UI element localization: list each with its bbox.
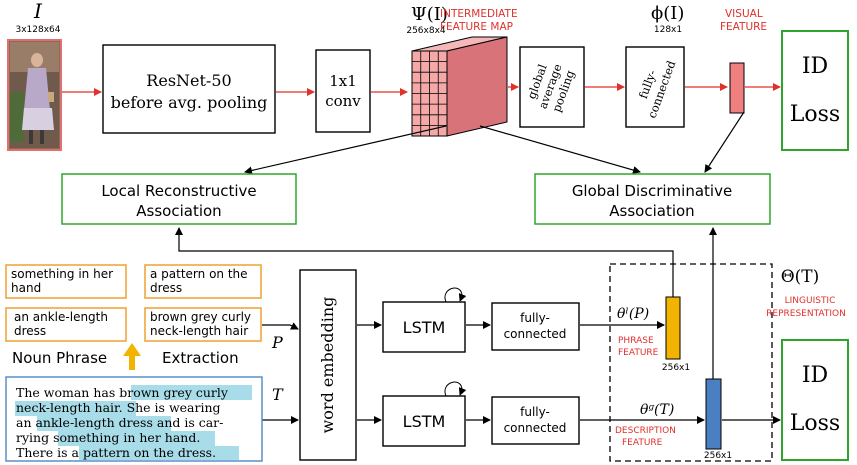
phrase-3-line-1: an ankle-length	[14, 310, 108, 324]
feature-map-symbol: Ψ(I)	[411, 4, 448, 25]
highlight-1b	[15, 401, 136, 416]
global-average-pooling-block: global average pooling	[519, 46, 585, 128]
input-dims: 3x128x64	[15, 25, 60, 35]
phrase-2-line-1: a pattern on the	[150, 267, 248, 281]
arrow-featuremap-global	[479, 125, 641, 174]
lstm-bottom: LSTM	[382, 381, 467, 447]
arrow-featuremap-local	[244, 125, 447, 175]
arrow-phrases-embedding	[262, 322, 299, 330]
highlight-3	[58, 431, 215, 446]
input-person-image	[7, 39, 62, 151]
text-fc-bottom-label-1: fully-	[520, 405, 550, 419]
id-loss-top-label-1: ID	[802, 54, 828, 79]
phrase-feature-label-1: PHRASE	[618, 336, 654, 346]
global-assoc-label-2: Association	[609, 202, 694, 220]
resnet-label-2: before avg. pooling	[111, 93, 268, 112]
local-assoc-label-2: Association	[136, 202, 221, 220]
id-loss-bottom-label-1: ID	[802, 363, 828, 388]
highlight-1a	[131, 385, 252, 400]
lstm-top-loop-icon	[444, 287, 467, 303]
phrase-2-line-2: dress	[150, 281, 182, 295]
p-symbol: P	[271, 333, 283, 352]
phrase-feature-label-2: FEATURE	[618, 348, 659, 358]
resnet-label-1: ResNet-50	[146, 71, 231, 90]
feature-map-label-1: INTERMEDIATE	[440, 8, 518, 20]
lstm-bottom-label: LSTM	[403, 412, 446, 431]
global-assoc-label-1: Global Discriminative	[572, 182, 732, 200]
phrase-box-1: something in her hand	[5, 264, 127, 299]
phrase-4-line-2: neck-length hair	[150, 324, 248, 338]
text-fc-top: fully- connected	[491, 302, 580, 351]
text-fc-bottom: fully- connected	[491, 396, 580, 445]
extraction-up-arrow	[123, 343, 141, 370]
local-assoc-label-1: Local Reconstructive	[101, 182, 256, 200]
lstm-top: LSTM	[382, 287, 467, 353]
noun-phrase-label: Noun Phrase	[12, 349, 107, 367]
phrase-feature-bar	[665, 296, 681, 360]
description-line-4: rying something in her hand.	[16, 430, 200, 445]
desc-feature-bar	[705, 378, 722, 450]
text-fc-bottom-label-2: connected	[504, 421, 567, 435]
conv-block: 1x1 conv	[315, 49, 371, 133]
input-symbol: I	[33, 0, 43, 23]
t-symbol: T	[272, 385, 284, 404]
desc-feature-symbol: θᵍ(T)	[640, 402, 674, 418]
phrase-4-line-1: brown grey curly	[150, 310, 251, 324]
linguistic-representation-box	[609, 263, 773, 462]
highlight-2	[37, 416, 171, 431]
text-fc-top-label-2: connected	[504, 327, 567, 341]
phrase-box-3: an ankle-length dress	[5, 307, 127, 342]
linguistic-label-1: LINGUISTIC	[785, 296, 836, 306]
conv-label-1: 1x1	[329, 72, 357, 90]
word-embedding-block: word embedding	[299, 269, 357, 461]
feature-map-dims: 256x8x4	[406, 26, 446, 36]
phrase-1-line-1: something in her	[11, 267, 113, 281]
visual-feature-symbol: ϕ(I)	[651, 3, 684, 24]
local-reconstructive-association: Local Reconstructive Association	[61, 173, 297, 225]
lstm-top-label: LSTM	[403, 318, 446, 337]
desc-feature-dims: 256x1	[704, 451, 732, 461]
phrase-feature-dims: 256x1	[662, 363, 690, 373]
feature-map-cube	[411, 36, 508, 137]
id-loss-bottom-label-2: Loss	[790, 411, 840, 436]
description-box: The woman has brown grey curly neck-leng…	[5, 376, 263, 462]
word-embedding-label: word embedding	[318, 297, 337, 434]
visual-feature-dims: 128x1	[654, 25, 682, 35]
highlight-4	[79, 446, 239, 460]
text-fc-top-label-1: fully-	[520, 311, 550, 325]
phrase-box-2: a pattern on the dress	[144, 264, 262, 299]
global-discriminative-association: Global Discriminative Association	[534, 173, 771, 225]
id-loss-top: ID Loss	[781, 30, 849, 151]
phrase-1-line-2: hand	[11, 281, 41, 295]
linguistic-label-2: REPRESENTATION	[766, 309, 846, 319]
id-loss-top-label-2: Loss	[790, 102, 840, 127]
description-line-2: neck-length hair. She is wearing	[16, 400, 221, 415]
feature-map-label-2: FEATURE MAP	[440, 21, 513, 33]
desc-feature-label-1: DESCRIPTION	[615, 426, 676, 436]
phrase-3-line-2: dress	[14, 324, 46, 338]
description-line-5: There is a pattern on the dress.	[16, 445, 216, 460]
lstm-bottom-loop-icon	[444, 381, 467, 397]
extraction-label: Extraction	[162, 349, 239, 367]
phrase-box-4: brown grey curly neck-length hair	[144, 307, 262, 342]
description-line-3: an ankle-length dress and is car-	[16, 415, 223, 430]
arrow-visual-global	[704, 111, 745, 173]
theta-symbol: Θ(T)	[781, 267, 820, 287]
visual-feature-label-1: VISUAL	[725, 8, 763, 20]
id-loss-bottom: ID Loss	[781, 339, 849, 461]
arrow-phrasefeature-local	[175, 227, 674, 297]
visual-feature-bar	[729, 62, 745, 114]
description-line-1: The woman has brown grey curly	[16, 385, 229, 400]
desc-feature-label-2: FEATURE	[622, 438, 663, 448]
resnet-block: ResNet-50 before avg. pooling	[102, 44, 276, 134]
conv-label-2: conv	[325, 92, 361, 110]
visual-feature-label-2: FEATURE	[720, 21, 767, 33]
visual-fc-block: fully- connected	[625, 46, 685, 128]
phrase-feature-symbol: θˡ(P)	[617, 306, 649, 322]
